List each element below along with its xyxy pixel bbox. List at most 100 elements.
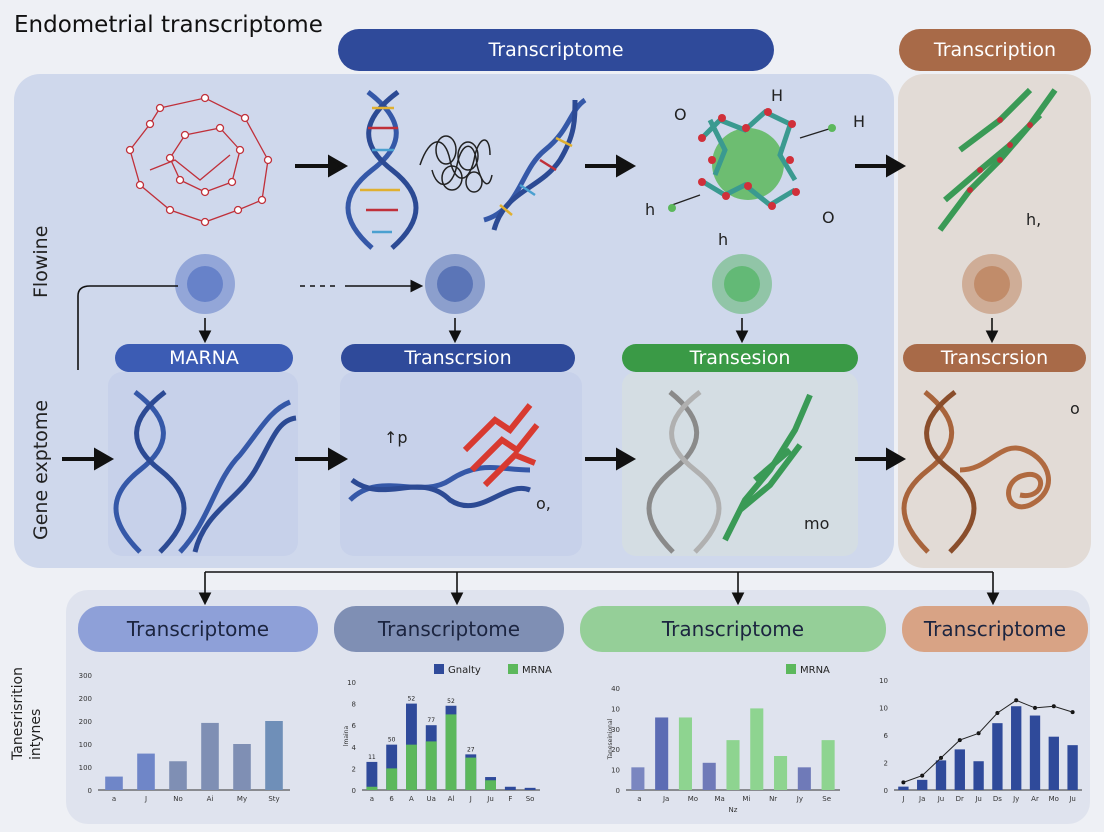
data-label: 52 [408, 696, 416, 703]
header-pill-transcriptome: Transcriptome [338, 29, 774, 71]
chromatin-icon [419, 135, 493, 193]
bar [631, 767, 645, 790]
y-tick-label: 40 [611, 685, 620, 693]
x-tick-label: My [237, 795, 247, 803]
x-tick-label: Ju [486, 795, 494, 803]
data-label: 11 [368, 754, 376, 761]
dna-helix-icon-2 [483, 97, 587, 231]
legend-label: Gnalty [448, 665, 481, 676]
middle-flow-arrows [62, 447, 907, 471]
x-tick-label: Se [822, 795, 831, 803]
bar [992, 723, 1003, 790]
x-tick-label: J [901, 795, 904, 803]
data-label: 77 [427, 717, 435, 724]
x-tick-label: Ju [1068, 795, 1076, 803]
x-tick-label: Jy [796, 795, 803, 803]
bar [1067, 745, 1078, 790]
bar [750, 708, 764, 790]
y-tick-label: 6 [884, 732, 889, 740]
bar [201, 722, 219, 790]
data-label: 52 [447, 698, 455, 705]
stage-3-dna-icon [646, 390, 813, 554]
bar [917, 779, 928, 790]
x-tick-label: Ju [937, 795, 945, 803]
x-tick-label: Ma [714, 795, 724, 803]
protein-complex-icon [668, 108, 836, 212]
bar [105, 776, 123, 790]
bar-mrna [366, 786, 378, 790]
bar [137, 753, 155, 790]
legend-swatch [508, 664, 518, 674]
annotation-h3: h [645, 200, 656, 219]
x-tick-label: A [409, 795, 414, 803]
stage-pill-3: Transesion [622, 344, 858, 372]
y-tick-label: 0 [88, 787, 92, 795]
bar [265, 721, 283, 790]
y-tick-label: 100 [79, 741, 92, 749]
y-tick-label: 6 [352, 722, 357, 730]
bar-gnalty [524, 787, 536, 790]
legend-swatch [434, 664, 444, 674]
bar [233, 744, 251, 790]
stage-4-dna-icon [901, 390, 1051, 554]
y-tick-label: 0 [884, 787, 888, 795]
dna-helix-icon [345, 89, 419, 250]
x-tick-label: Mo [688, 795, 698, 803]
bar-mrna [406, 744, 417, 790]
annotation-mo: mo [804, 514, 830, 533]
bar-gnalty [386, 744, 398, 790]
annotation-sheet-h: h, [1026, 210, 1042, 229]
annotation-h2: H [853, 112, 866, 131]
page-title: Endometrial transcriptome [14, 12, 323, 38]
bar [973, 761, 984, 790]
stage-2-dna-icon [348, 403, 540, 509]
x-tick-label: Ua [427, 795, 436, 803]
bar-mrna [445, 714, 457, 790]
y-tick-label: 4 [352, 744, 357, 752]
y-axis-label: Taneseinional [607, 718, 614, 760]
y-axis-label-1a: Tanesrisrition [10, 667, 26, 761]
bar [821, 740, 835, 790]
bar [898, 786, 909, 790]
y-tick-label: 8 [352, 701, 356, 709]
y-tick-label: 10 [611, 767, 620, 775]
x-tick-label: J [144, 795, 147, 803]
x-tick-label: No [173, 795, 183, 803]
x-tick-label: Nr [769, 795, 777, 803]
annotation-h4: h [718, 230, 729, 249]
chart-pill-4: Transcriptome [902, 606, 1088, 652]
annotation-o2: O [822, 208, 835, 227]
x-tick-label: So [526, 795, 535, 803]
bar [774, 756, 788, 790]
x-tick-label: a [370, 795, 374, 803]
bar [954, 749, 965, 790]
annotation-o: O [674, 105, 687, 124]
annotation-h1: H [771, 86, 784, 105]
y-tick-label: 2 [884, 760, 888, 768]
bar [678, 717, 692, 790]
bar [1048, 736, 1059, 790]
x-tick-label: a [112, 795, 116, 803]
bar-gnalty [366, 761, 378, 790]
trend-line [903, 699, 1073, 783]
y-tick-label: 0 [352, 787, 356, 795]
y-tick-label: 200 [79, 718, 92, 726]
header-pill-transcription: Transcription [899, 29, 1091, 71]
stage-pill-2: Transcrsion [341, 344, 575, 372]
y-tick-label: 20 [611, 746, 620, 754]
x-tick-label: Dr [956, 795, 964, 803]
x-tick-label: 6 [389, 795, 394, 803]
bar [702, 762, 716, 790]
annotation-up-p: ↑p [384, 428, 408, 447]
stage-box-1 [108, 372, 298, 556]
y-tick-label: 300 [79, 672, 92, 680]
stage-1-dna-icon [113, 390, 297, 554]
bar [797, 767, 811, 790]
bar [1011, 706, 1022, 790]
legend-swatch [786, 664, 796, 674]
x-tick-label: Mo [1049, 795, 1059, 803]
y-tick-label: 10 [347, 679, 356, 687]
bar-mrna [386, 768, 398, 790]
y-tick-label: 0 [616, 787, 620, 795]
